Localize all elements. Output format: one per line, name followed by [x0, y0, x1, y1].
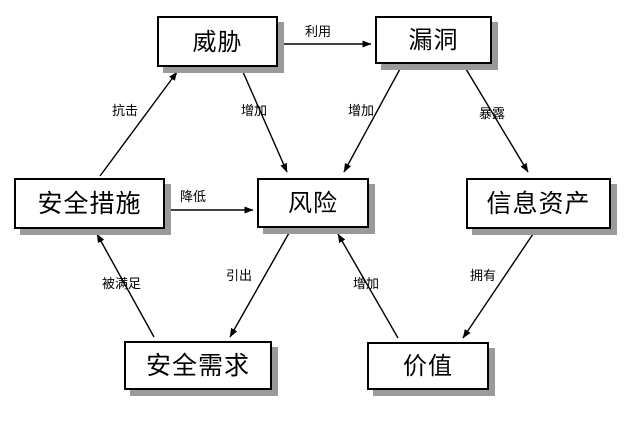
edge-label-vulnerability-increases-risk: 增加 — [348, 104, 375, 119]
edge-label-threat-exploits-vulnerability: 利用 — [305, 25, 332, 40]
node-risk[interactable]: 风险 — [257, 178, 369, 228]
edge-label-safeguard-counters-threat: 抗击 — [112, 104, 139, 119]
node-safeguard[interactable]: 安全措施 — [14, 178, 165, 229]
edge-asset-has-value — [462, 233, 534, 339]
edge-risk-derives-requirement — [229, 232, 290, 338]
edge-label-threat-increases-risk: 增加 — [241, 104, 268, 119]
edge-label-value-increases-risk: 增加 — [353, 277, 380, 292]
edge-vulnerability-exposes-asset — [465, 68, 529, 173]
node-label-value: 价值 — [403, 352, 453, 380]
edge-requirement-satisfied-by-safeguard — [96, 233, 155, 338]
edge-safeguard-counters-threat — [99, 71, 178, 177]
node-asset[interactable]: 信息资产 — [466, 178, 611, 229]
node-label-threat: 威胁 — [192, 27, 243, 56]
edge-label-safeguard-reduces-risk: 降低 — [180, 190, 207, 205]
node-value[interactable]: 价值 — [367, 342, 489, 390]
edge-label-risk-derives-requirement: 引出 — [226, 269, 253, 284]
edge-threat-increases-risk — [242, 71, 288, 173]
node-label-safeguard: 安全措施 — [37, 189, 142, 218]
node-threat[interactable]: 威胁 — [157, 16, 278, 67]
node-vulnerability[interactable]: 漏洞 — [375, 16, 492, 64]
edge-label-vulnerability-exposes-asset: 暴露 — [479, 107, 506, 122]
node-label-asset: 信息资产 — [486, 189, 591, 218]
node-label-risk: 风险 — [288, 189, 338, 217]
edge-value-increases-risk — [337, 233, 399, 339]
node-requirement[interactable]: 安全需求 — [124, 341, 272, 390]
node-label-vulnerability: 漏洞 — [408, 26, 459, 54]
edge-label-asset-has-value: 拥有 — [470, 269, 497, 284]
node-label-requirement: 安全需求 — [145, 351, 250, 380]
edge-label-requirement-satisfied-by-safeguard: 被满足 — [102, 277, 142, 292]
edge-vulnerability-increases-risk — [343, 68, 401, 173]
